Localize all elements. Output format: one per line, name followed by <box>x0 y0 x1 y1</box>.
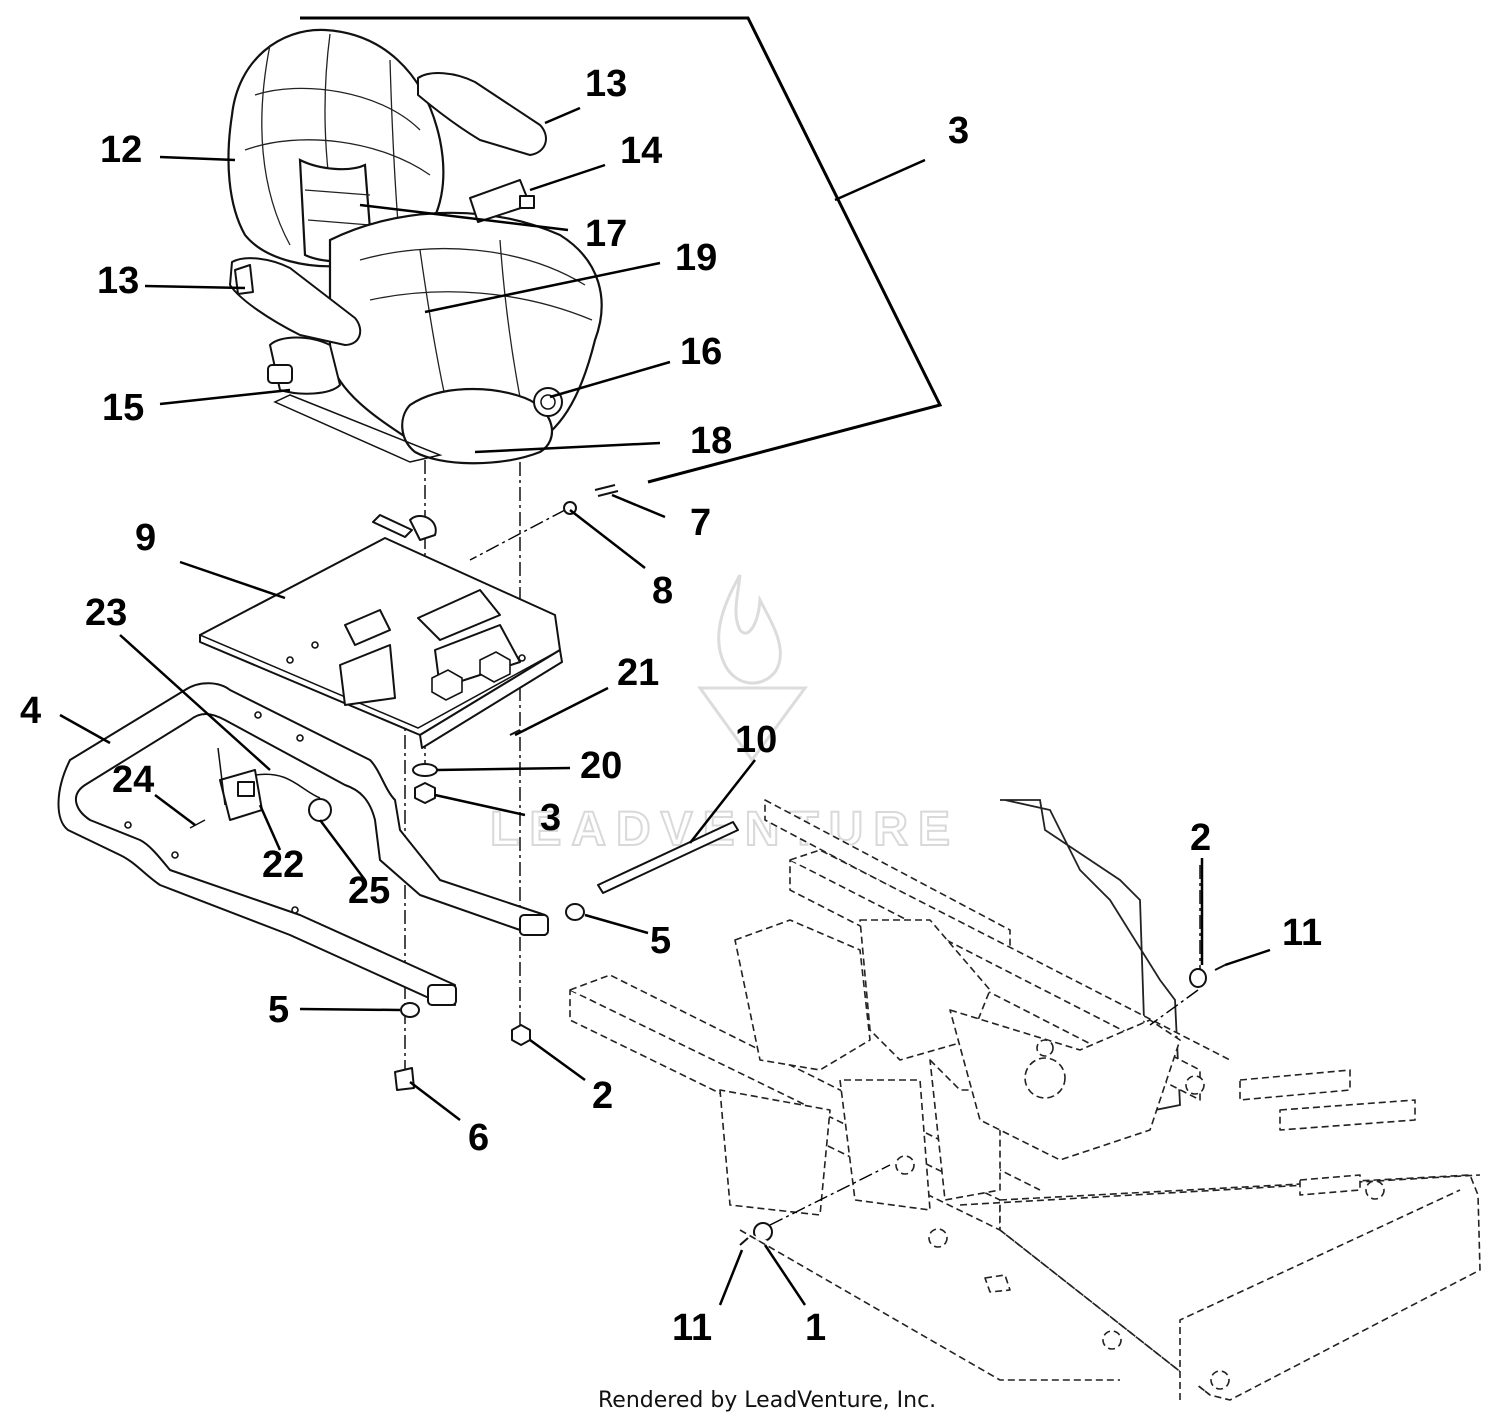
callout-21: 21 <box>617 652 659 694</box>
callout-13: 13 <box>585 63 627 105</box>
callout-4: 4 <box>20 690 41 732</box>
callout-12: 12 <box>100 129 142 171</box>
callout-25: 25 <box>348 870 390 912</box>
seat-switch-harness <box>189 747 332 829</box>
callout-3-lower: 2 <box>592 1075 613 1117</box>
callout-15: 15 <box>102 387 144 429</box>
callout-10: 10 <box>735 719 777 761</box>
callout-16: 16 <box>680 331 722 373</box>
callout-9: 9 <box>135 517 156 559</box>
callout-1: 3 <box>948 110 969 152</box>
callout-22: 22 <box>262 844 304 886</box>
callout-19: 19 <box>675 237 717 279</box>
seat-mount-plate <box>199 514 563 749</box>
fasteners <box>394 484 1226 1246</box>
seat-frame <box>57 682 549 1006</box>
callout-7: 7 <box>690 502 711 544</box>
callout-8: 8 <box>652 570 673 612</box>
callout-6: 6 <box>468 1117 489 1159</box>
callout-20: 20 <box>580 745 622 787</box>
callout-3-upper: 3 <box>540 797 561 839</box>
callout-2-upper: 2 <box>1190 817 1211 859</box>
callout-18: 18 <box>690 420 732 462</box>
seat <box>227 28 603 465</box>
callout-14: 14 <box>620 130 662 172</box>
callout-13-left: 13 <box>97 260 139 302</box>
callout-23: 23 <box>85 592 127 634</box>
callout-2-lower: 1 <box>805 1307 826 1349</box>
callout-5-lower: 5 <box>268 989 289 1031</box>
callout-labels: 3 13 12 14 17 19 13 16 15 18 7 8 9 21 23… <box>20 63 1322 1349</box>
footer-credit: Rendered by LeadVenture, Inc. <box>598 1388 936 1413</box>
callout-11-lower: 11 <box>672 1307 712 1349</box>
mower-chassis <box>569 799 1481 1401</box>
assembly-bracket <box>300 16 943 484</box>
callout-11-upper: 11 <box>1282 912 1322 954</box>
leader-lines <box>59 106 1271 1306</box>
callout-5-upper: 5 <box>650 920 671 962</box>
callout-24: 24 <box>112 759 154 801</box>
callout-17: 17 <box>585 213 627 255</box>
